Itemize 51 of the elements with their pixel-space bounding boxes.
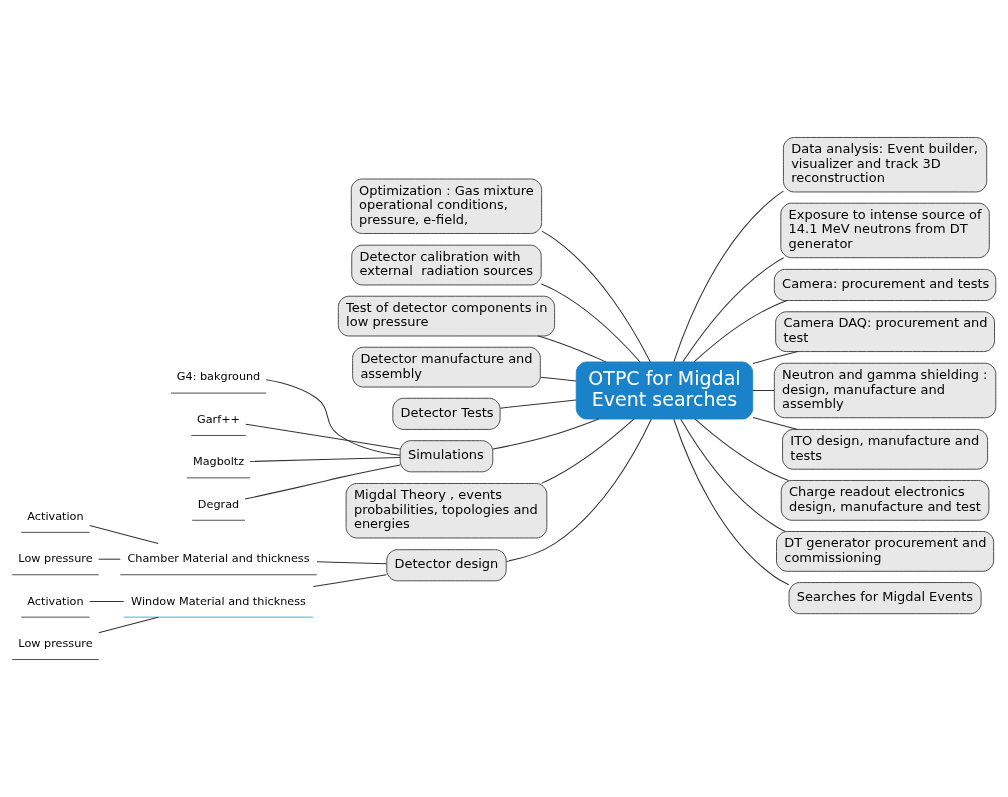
- connector: [673, 418, 790, 586]
- node-box: Test of detector components in low pressure: [337, 295, 556, 337]
- node-box: Detector manufacture and assembly: [352, 346, 541, 388]
- node-box: Optimization : Gas mixture operational conditions, pressure, e-field,: [350, 178, 543, 234]
- connector: [673, 190, 784, 363]
- node-text: Magboltz: [192, 455, 245, 469]
- node-box: ITO design, manufacture and tests: [782, 429, 988, 470]
- node-text: Low pressure: [18, 552, 93, 566]
- connector: [505, 418, 652, 562]
- connector: [89, 601, 125, 603]
- node-box: Charge readout electronics design, manufacture and test: [780, 480, 990, 521]
- node-box: OTPC for Migdal Event searches: [575, 361, 754, 420]
- connector: [249, 456, 401, 462]
- node-box: Exposure to intense source of 14.1 MeV neutrons from DT generator: [780, 202, 990, 259]
- connector: [540, 283, 641, 363]
- connector: [540, 376, 577, 382]
- node-box: Simulations: [399, 440, 494, 473]
- connector: [89, 525, 159, 545]
- node-box: Migdal Theory , events probabilities, topologies and energies: [345, 483, 548, 539]
- connector: [98, 558, 121, 560]
- connector: [680, 418, 786, 532]
- connector: [682, 257, 785, 363]
- node-box: Detector design: [386, 549, 507, 582]
- connector: [752, 390, 775, 391]
- node-box: Data analysis: Event builder, visualizer and track 3D reconstruction: [783, 137, 988, 193]
- node-box: Neutron and gamma shielding : design, manufacture and assembly: [773, 362, 997, 419]
- node-box: Camera: procurement and tests: [773, 268, 997, 301]
- node-text: Degrad: [197, 497, 240, 511]
- connector: [244, 464, 401, 500]
- connector: [265, 379, 401, 456]
- connector: [541, 230, 651, 363]
- node-text: Window Material and thickness: [131, 594, 306, 608]
- node-text: G4: bakground: [176, 370, 261, 384]
- node-box: Detector calibration with external radiation sources: [351, 244, 542, 286]
- connector: [98, 616, 159, 634]
- connector: [492, 418, 600, 450]
- connector: [312, 574, 387, 587]
- node-box: Camera DAQ: procurement and test: [775, 311, 995, 352]
- node-box: Detector Tests: [392, 397, 501, 430]
- connector: [540, 418, 635, 484]
- connector: [537, 335, 607, 363]
- node-text: Activation: [27, 509, 84, 523]
- connector: [245, 423, 401, 450]
- connector: [316, 561, 388, 565]
- node-text: Activation: [27, 594, 84, 608]
- node-box: Searches for Migdal Events: [788, 582, 982, 615]
- node-text: Chamber Material and thickness: [127, 552, 310, 566]
- node-box: DT generator procurement and commissioning: [776, 531, 995, 572]
- node-text: Garf++: [197, 412, 241, 426]
- connector: [499, 399, 577, 409]
- node-text: Low pressure: [18, 636, 93, 650]
